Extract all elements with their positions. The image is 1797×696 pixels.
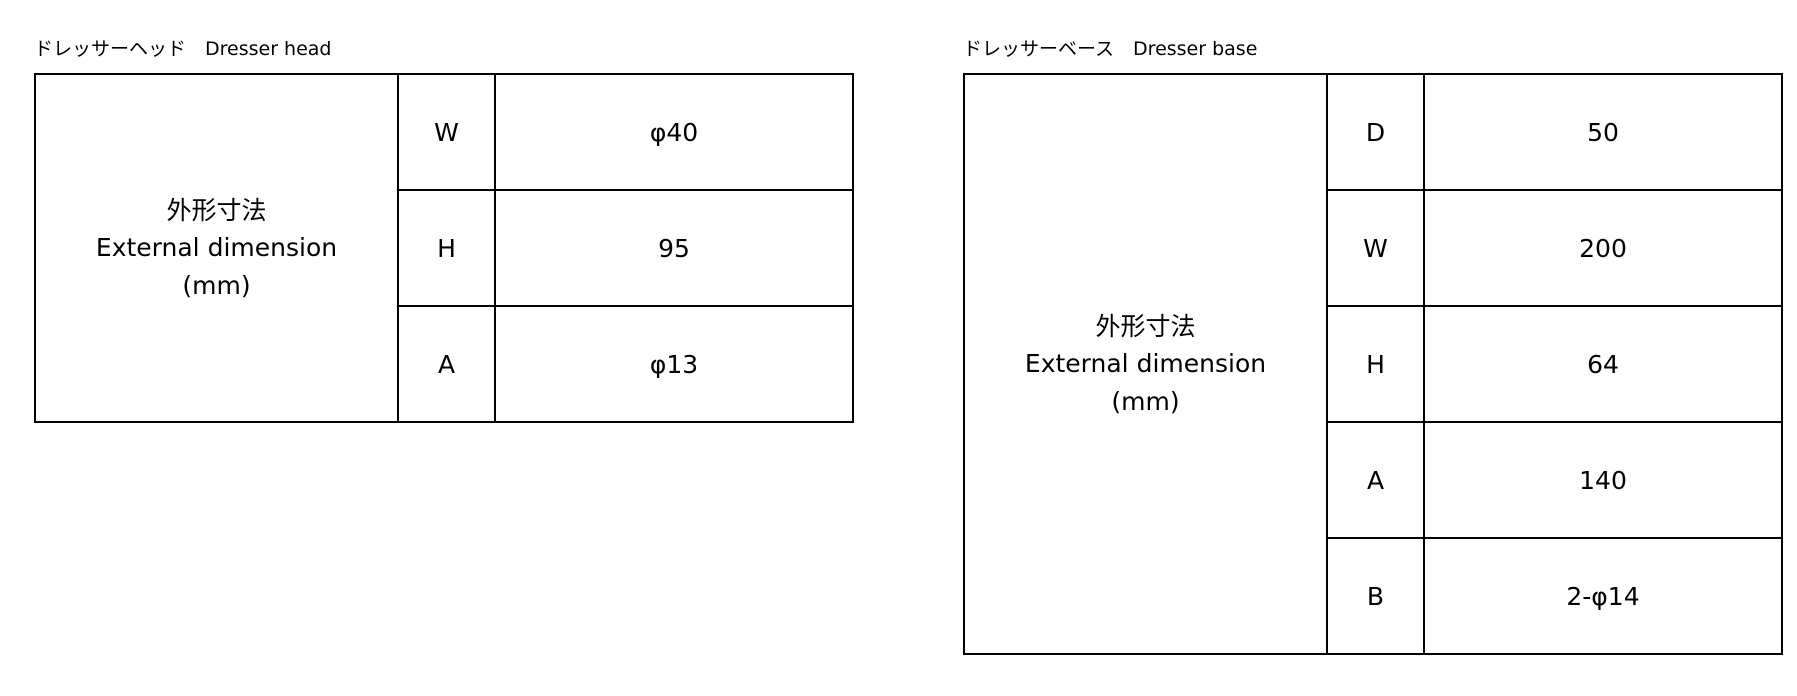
dimension-value: φ13 (494, 305, 854, 423)
label-jp: 外形寸法 (166, 195, 267, 225)
label-unit: (mm) (1111, 386, 1180, 416)
dimension-value: 50 (1423, 73, 1783, 191)
dimension-value: 64 (1423, 305, 1783, 423)
dimension-value: 95 (494, 189, 854, 307)
dimension-key: B (1326, 537, 1425, 655)
label-jp: 外形寸法 (1095, 311, 1196, 341)
dimension-key: W (397, 73, 496, 191)
dimension-label: 外形寸法 External dimension (mm) (34, 73, 399, 423)
dimension-value: 2-φ14 (1423, 537, 1783, 655)
dresser-head-title: ドレッサーヘッド Dresser head (34, 38, 332, 60)
dimension-key: H (1326, 305, 1425, 423)
dimension-key: A (397, 305, 496, 423)
dimension-key: H (397, 189, 496, 307)
dimension-key: W (1326, 189, 1425, 307)
dimension-value: φ40 (494, 73, 854, 191)
dresser-base-title: ドレッサーベース Dresser base (963, 38, 1258, 60)
dimension-value: 200 (1423, 189, 1783, 307)
label-unit: (mm) (182, 270, 251, 300)
dimension-key: A (1326, 421, 1425, 539)
dimension-value: 140 (1423, 421, 1783, 539)
dimension-label: 外形寸法 External dimension (mm) (963, 73, 1328, 655)
label-en: External dimension (95, 233, 338, 263)
label-en: External dimension (1024, 349, 1267, 379)
dimension-key: D (1326, 73, 1425, 191)
